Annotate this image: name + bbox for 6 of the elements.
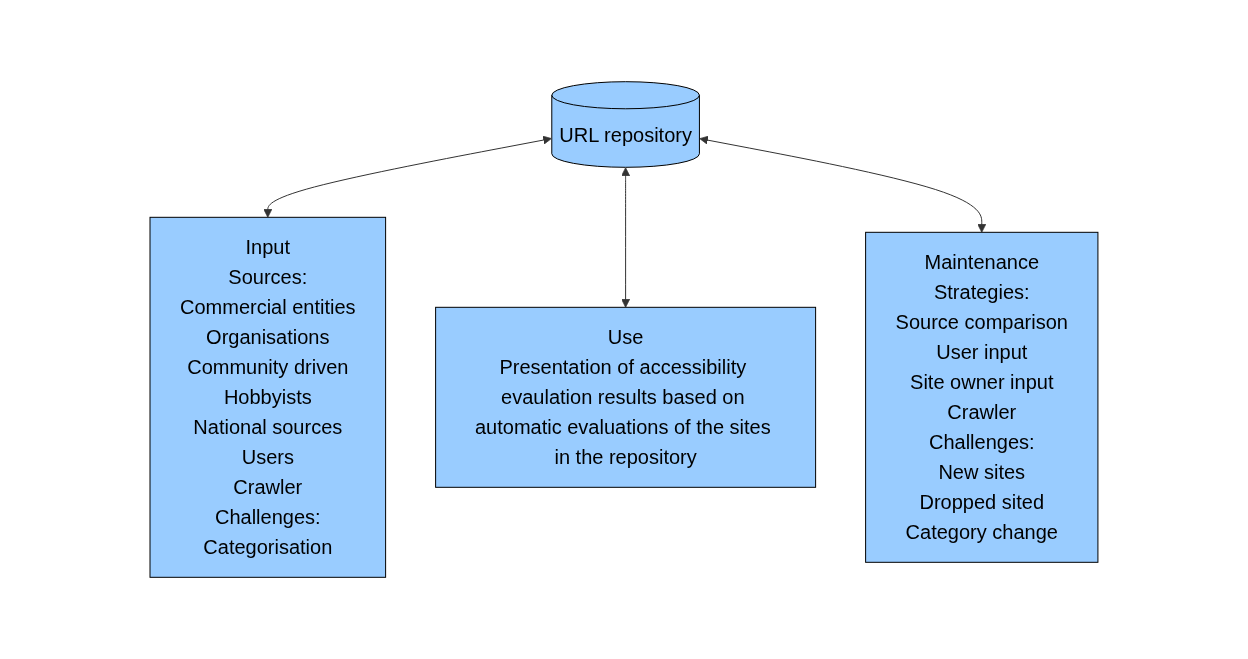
node-box: Maintenance Strategies: Source comparison User input Site owner input Crawler Challenges: New sites Dropped sited Category change (865, 231, 1099, 563)
node-box: Use Presentation of accessibility evaulation results based on automatic evaluations of the sites in the repository (435, 306, 817, 488)
node-box: Input Sources: Commercial entities Organisations Community driven Hobbyists National sources Users Crawler Challenges: Categorisation (149, 216, 387, 578)
arrow (621, 167, 631, 308)
arrow (263, 135, 552, 218)
arrow (699, 135, 987, 233)
